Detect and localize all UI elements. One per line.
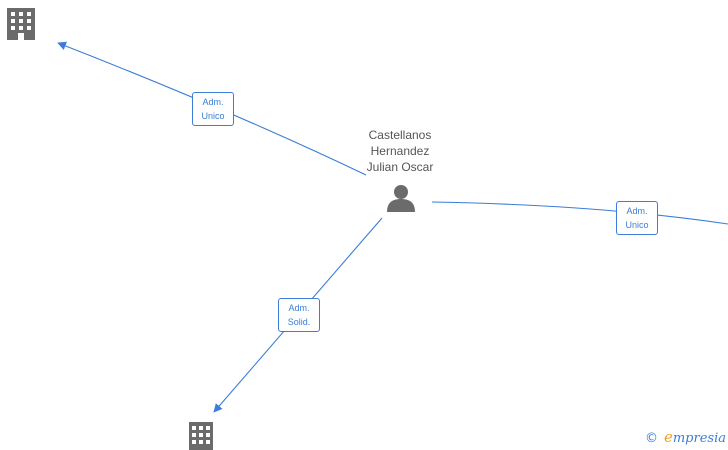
building-icon[interactable] [7,8,35,40]
edge-label-line: Unico [201,111,225,121]
person-icon[interactable] [387,185,415,212]
edge-label-adm-unico-right[interactable]: Adm. Unico [616,201,658,235]
brand-name: mpresia [672,431,726,446]
edge-label-adm-solid-bottom[interactable]: Adm. Solid. [278,298,320,332]
copyright-symbol: © [644,431,658,446]
empresia-watermark: © empresia [645,428,726,446]
person-name-label[interactable]: Castellanos Hernandez Julian Oscar [340,127,460,175]
brand-initial: e [663,428,673,446]
person-name-line: Castellanos [368,128,432,142]
edge-label-line: Adm. [202,97,224,107]
edge-label-line: Adm. [626,206,648,216]
edge-label-line: Adm. [288,303,310,313]
edge-label-line: Unico [625,220,649,230]
person-name-line: Hernandez [370,144,430,158]
edge-label-line: Solid. [287,317,311,327]
person-name-line: Julian Oscar [366,160,434,174]
edge-person-to-company-right [431,201,728,225]
building-icon[interactable] [189,422,213,450]
edge-label-adm-unico-top[interactable]: Adm. Unico [192,92,234,126]
